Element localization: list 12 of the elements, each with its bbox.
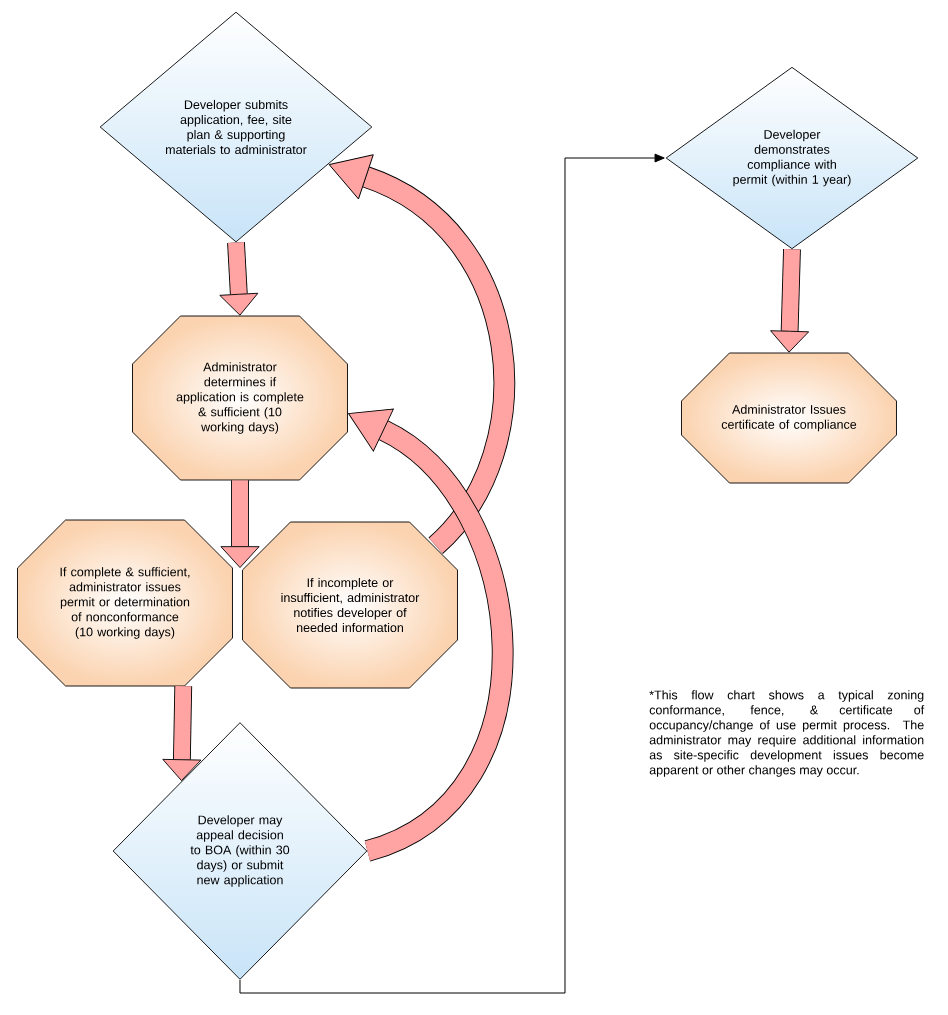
process-octagon: If incomplete or insufficient, administrator notifies developer of needed information [242,521,458,689]
process-octagon: Administrator Issues certificate of compliance [681,352,897,484]
process-octagon: If complete & sufficient, administrator issues permit or determination of nonconformance (10 working days) [17,519,233,687]
block-arrow [348,408,514,862]
block-arrow [770,249,810,353]
connector-arrow [239,153,665,994]
block-arrow [220,480,260,568]
note-text: *This flow chart shows a typical zoning conformance, fence, & certificate of occupancy/change of use permit process. The administrator may require additional information as site-specific development issues become apparent or other changes may occur. [649,690,925,777]
block-arrow [219,242,259,316]
block-arrow [162,686,202,782]
block-arrow [328,154,516,554]
process-octagon: Administrator determines if application is complete & sufficient (10 working days) [132,315,348,481]
